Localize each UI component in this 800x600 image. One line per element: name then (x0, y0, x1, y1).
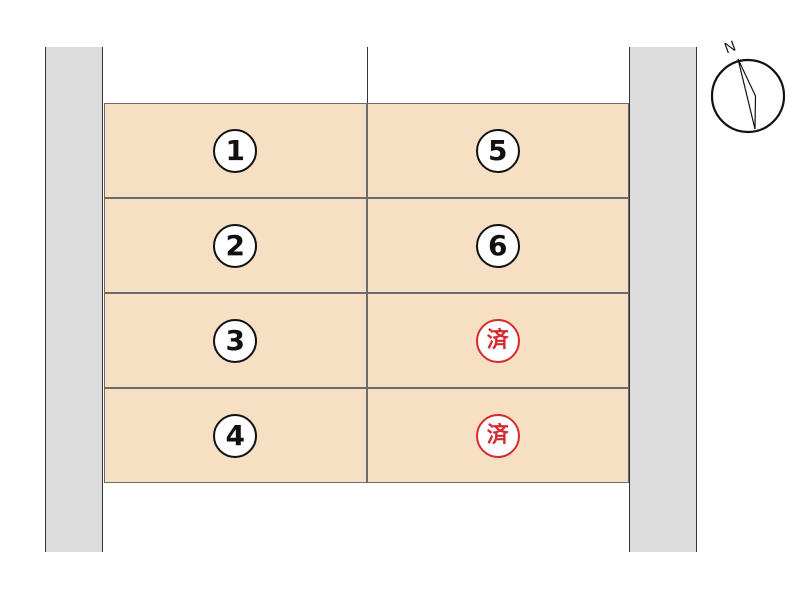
sold-badge: 済 (475, 413, 520, 458)
lot-number-badge: 4 (213, 413, 258, 458)
compass-north-label: N (722, 38, 738, 58)
lot-1[interactable]: 1 (104, 103, 367, 198)
road-left (45, 47, 103, 552)
sold-badge: 済 (475, 318, 520, 363)
compass-icon: N (710, 38, 786, 134)
lot-5[interactable]: 5 (366, 103, 629, 198)
lot-number-badge: 2 (213, 223, 258, 268)
lot-8-sold[interactable]: 済 (366, 388, 629, 483)
lot-number-badge: 3 (213, 318, 258, 363)
lot-grid: 1 2 3 4 5 6 済 済 (104, 103, 629, 483)
lot-2[interactable]: 2 (104, 198, 367, 293)
access-path-line (367, 47, 368, 104)
compass-needle-light (737, 58, 757, 130)
lot-6[interactable]: 6 (366, 198, 629, 293)
lot-number-badge: 1 (213, 128, 258, 173)
lot-number-badge: 6 (475, 223, 520, 268)
lot-3[interactable]: 3 (104, 293, 367, 388)
lot-7-sold[interactable]: 済 (366, 293, 629, 388)
lot-4[interactable]: 4 (104, 388, 367, 483)
lot-number-badge: 5 (475, 128, 520, 173)
road-right (629, 47, 697, 552)
